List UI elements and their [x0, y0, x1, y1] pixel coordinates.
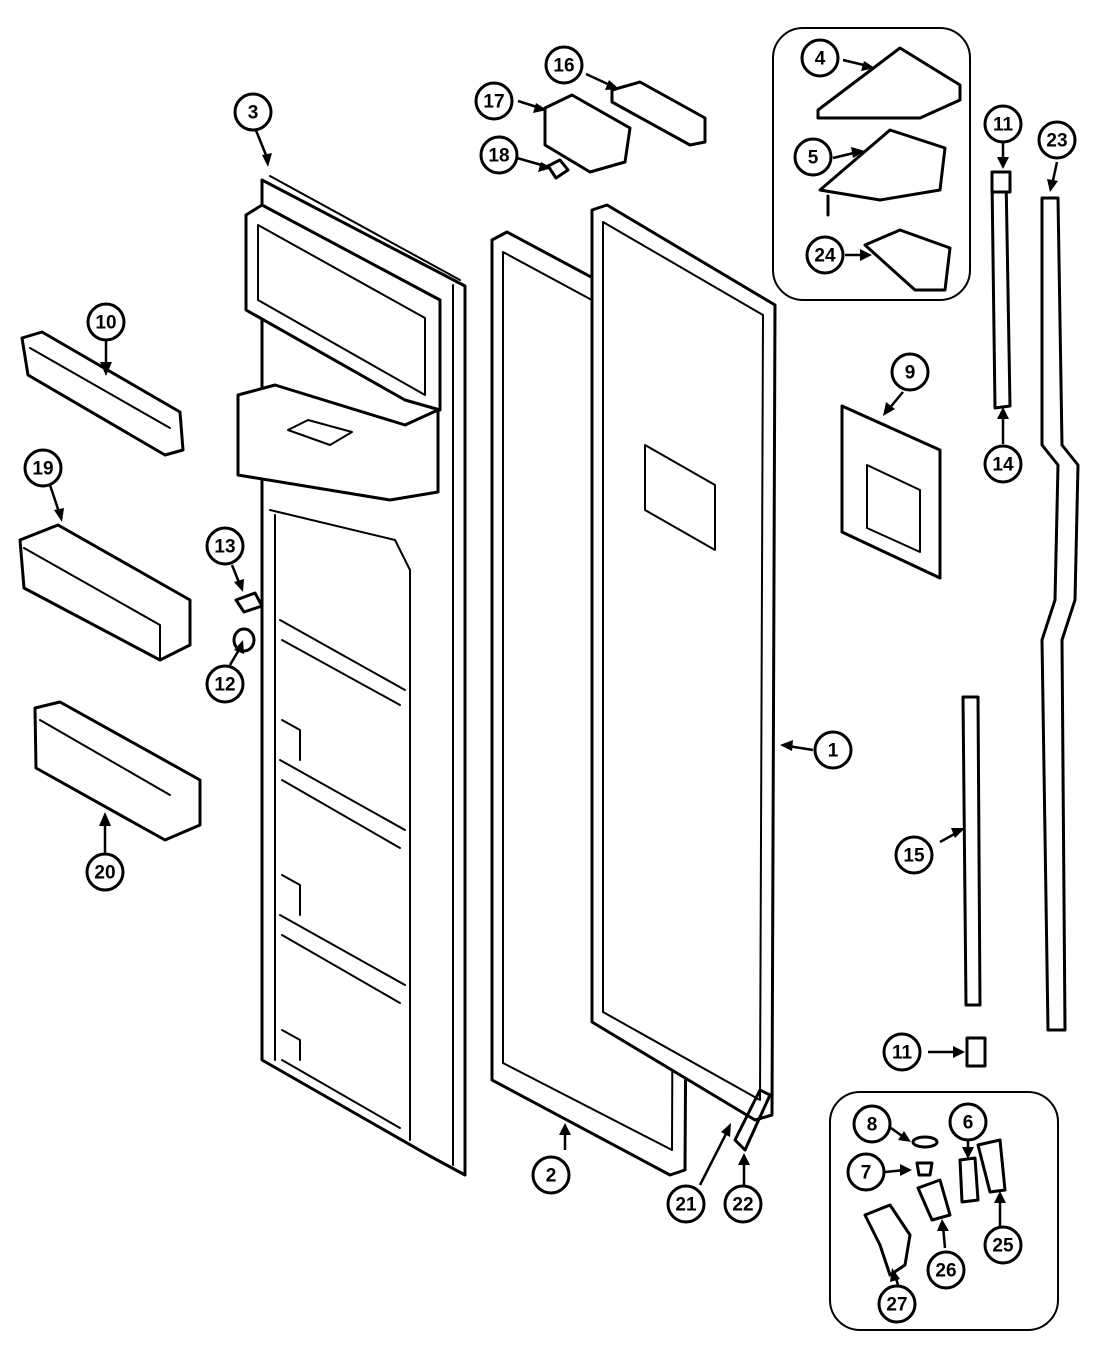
part-17	[543, 93, 632, 174]
callout-17: 17	[474, 81, 514, 121]
svg-text:9: 9	[905, 363, 916, 384]
svg-text:21: 21	[675, 1195, 697, 1216]
bottom-hinge-group-box	[829, 1091, 1059, 1331]
callout-15: 15	[894, 835, 934, 875]
shelf-20-part	[33, 700, 202, 842]
callout-23: 23	[1037, 120, 1077, 160]
svg-text:18: 18	[488, 146, 509, 167]
svg-text:16: 16	[553, 56, 574, 77]
hinge-cover-4-part	[816, 46, 962, 120]
callout-27: 27	[877, 1284, 917, 1324]
callout-18: 18	[479, 135, 519, 175]
outer-door-part	[590, 203, 777, 1122]
callout-11-top: 11	[983, 104, 1023, 144]
part-6	[958, 1156, 980, 1204]
hinge-plate-24-part	[863, 228, 952, 292]
arrows	[48, 58, 1059, 1286]
callout-24: 24	[805, 235, 845, 275]
svg-text:14: 14	[992, 455, 1014, 476]
callout-2: 2	[531, 1155, 571, 1195]
callout-26: 26	[926, 1250, 966, 1290]
callout-22: 22	[723, 1184, 763, 1224]
bin-19-part	[18, 523, 192, 662]
callout-11-bottom: 11	[882, 1032, 922, 1072]
strip-15-part	[961, 695, 982, 1007]
svg-text:3: 3	[248, 103, 259, 124]
svg-text:26: 26	[935, 1261, 956, 1282]
svg-text:17: 17	[483, 92, 504, 113]
handle-23-part	[1040, 196, 1080, 1032]
bushing-7-part	[915, 1161, 934, 1177]
callout-12: 12	[205, 664, 245, 704]
svg-text:11: 11	[993, 115, 1014, 136]
svg-text:7: 7	[861, 1163, 872, 1184]
svg-text:22: 22	[732, 1195, 753, 1216]
svg-text:6: 6	[963, 1113, 974, 1134]
callout-8: 8	[852, 1104, 892, 1144]
svg-text:5: 5	[808, 148, 819, 169]
svg-text:25: 25	[992, 1236, 1014, 1257]
svg-text:27: 27	[886, 1295, 907, 1316]
svg-text:13: 13	[214, 537, 235, 558]
escutcheon-9-part	[840, 404, 942, 580]
strip-14-part	[990, 174, 1012, 410]
svg-text:2: 2	[546, 1166, 557, 1187]
hinge-group-box	[772, 27, 971, 301]
svg-text:1: 1	[828, 741, 839, 762]
part-18	[546, 158, 570, 180]
svg-text:11: 11	[892, 1043, 913, 1064]
svg-text:24: 24	[814, 246, 836, 267]
svg-text:8: 8	[867, 1115, 878, 1136]
callout-20: 20	[85, 852, 125, 892]
svg-text:12: 12	[214, 675, 235, 696]
svg-text:20: 20	[94, 863, 115, 884]
part-27	[863, 1203, 912, 1277]
svg-text:23: 23	[1046, 131, 1067, 152]
callout-13: 13	[205, 526, 245, 566]
hinge-5-part	[818, 128, 947, 202]
part-26	[916, 1178, 952, 1222]
callout-7: 7	[846, 1152, 886, 1192]
callout-14: 14	[983, 444, 1023, 484]
callout-25: 25	[983, 1225, 1023, 1265]
callout-19: 19	[23, 448, 63, 488]
door-liner-part	[236, 175, 467, 1177]
svg-text:10: 10	[95, 313, 116, 334]
svg-text:15: 15	[903, 846, 925, 867]
cap-11b-part	[965, 1036, 987, 1068]
callout-4: 4	[800, 38, 840, 78]
callout-21: 21	[666, 1184, 706, 1224]
callout-10: 10	[86, 302, 126, 342]
callout-6: 6	[948, 1102, 988, 1142]
callout-3: 3	[233, 92, 273, 132]
callout-5: 5	[793, 137, 833, 177]
svg-text:19: 19	[32, 459, 53, 480]
screw-13-part	[234, 591, 264, 614]
cap-11a-part	[990, 170, 1012, 194]
part-25	[976, 1138, 1007, 1194]
svg-text:4: 4	[815, 49, 826, 70]
shelf-10-part	[20, 330, 185, 457]
callout-16: 16	[544, 45, 584, 85]
washer-8-part	[911, 1135, 939, 1149]
callout-9: 9	[890, 352, 930, 392]
part-16	[610, 80, 707, 147]
tube-part	[733, 1088, 772, 1152]
callout-1: 1	[813, 730, 853, 770]
